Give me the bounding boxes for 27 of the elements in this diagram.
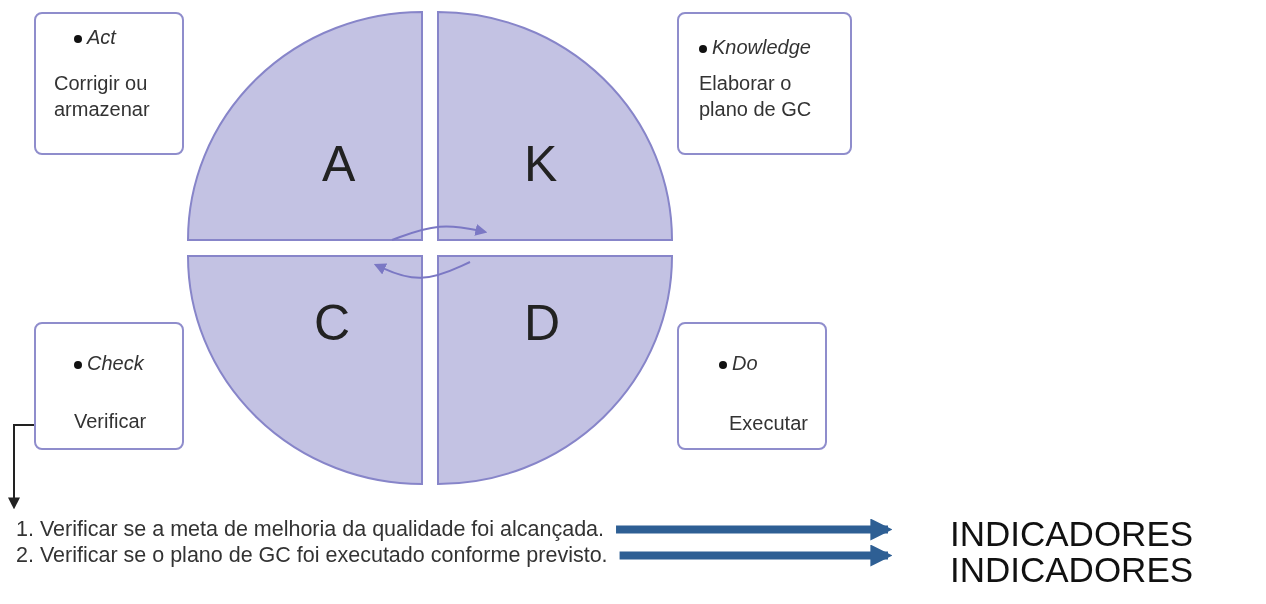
quadrant-shape [188,12,422,240]
step-description: Elaborar o plano de GC [699,71,813,122]
quadrant-shape [188,256,422,484]
arrow [391,224,488,241]
step-description: Executar [729,411,809,436]
step-card [677,322,827,450]
list-item: 2. Verificar se o plano de GC foi executado conforme previsto. [16,543,608,567]
arrow [373,261,471,279]
result-label: INDICADORES [950,550,1194,589]
step-description: Corrigir ou armazenar [54,71,151,122]
quadrant-shape [438,12,672,240]
quadrant-letter: D [524,294,561,352]
step-card [677,12,852,155]
quadrant-letter: K [524,135,558,193]
result-label: INDICADORES [950,514,1194,553]
quadrant-shape [438,256,672,484]
step-title: Knowledge [712,36,811,58]
arrow [8,424,35,510]
step-title: Do [732,352,758,374]
quadrant-letter: A [322,135,356,193]
list-item: 1. Verificar se a meta de melhoria da qualidade foi alcançada. [16,517,605,541]
step-title: Act [87,26,116,48]
step-card [34,322,184,450]
step-title: Check [87,352,144,374]
step-description: Verificar [74,409,148,434]
step-card [34,12,184,155]
quadrant-letter: C [314,294,351,352]
